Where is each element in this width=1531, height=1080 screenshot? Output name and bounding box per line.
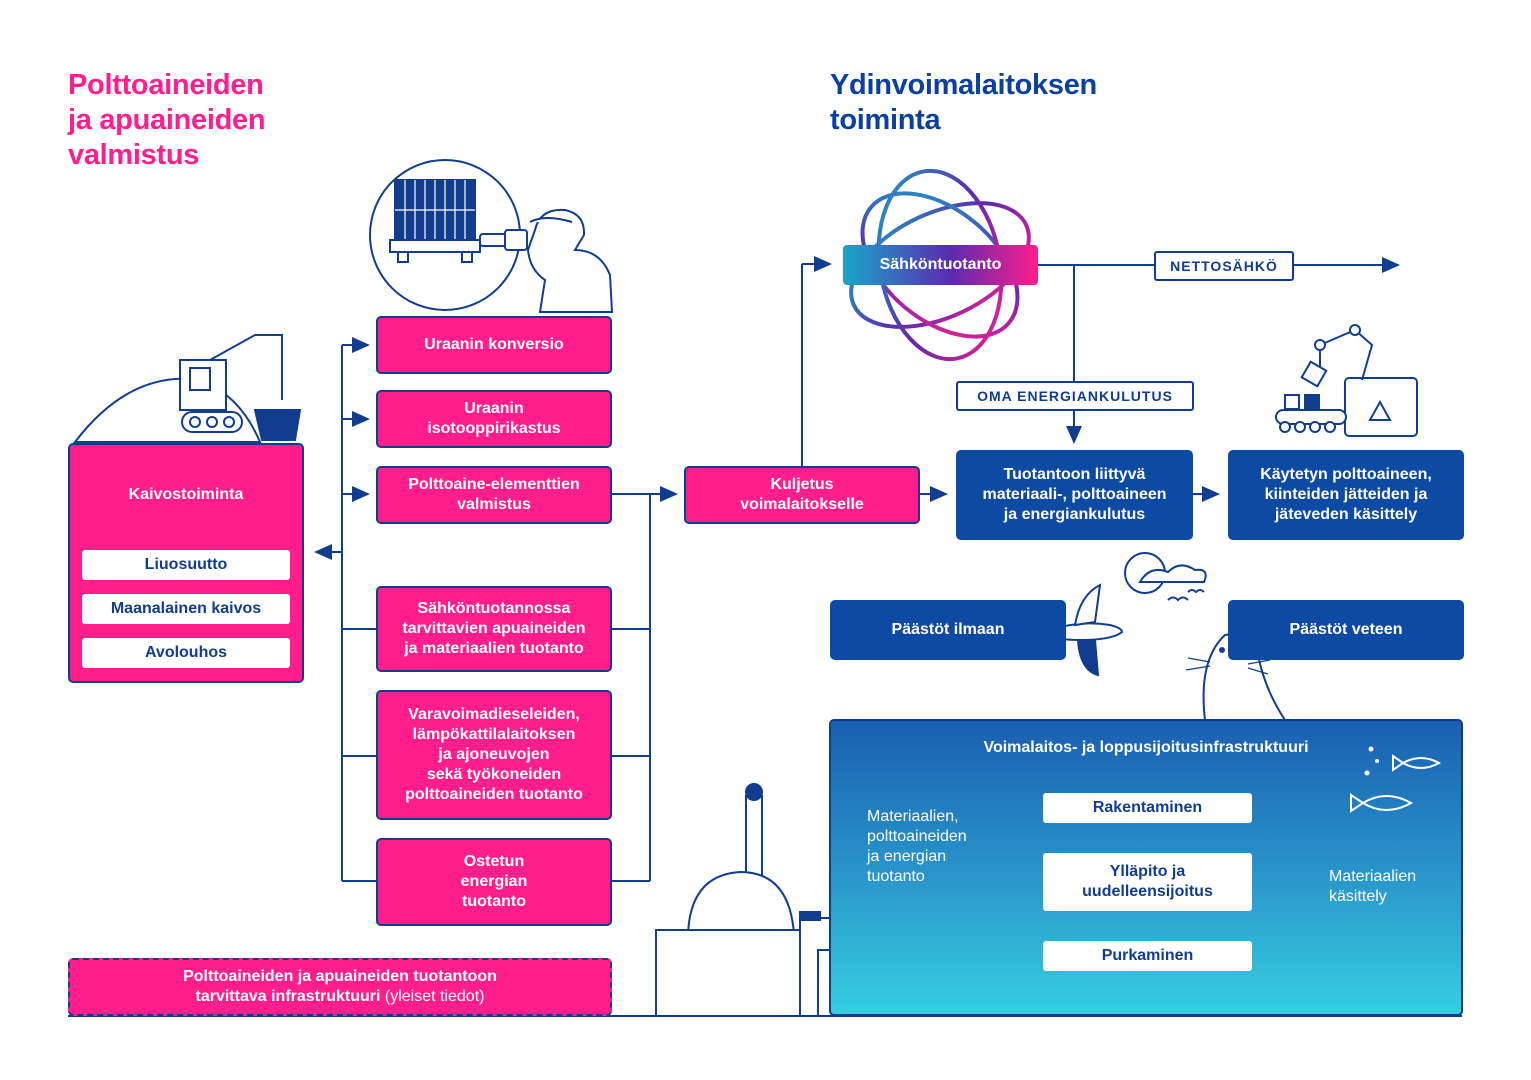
transport-box[interactable]: Kuljetus voimalaitokselle — [684, 466, 920, 524]
backup-fuels-box[interactable]: Varavoimadieseleiden, lämpökattilalaitok… — [376, 690, 612, 820]
recycling-robot-icon — [1275, 324, 1418, 437]
infrastructure-note-box[interactable]: Polttoaineiden ja apuaineiden tuotantoon… — [68, 958, 612, 1016]
uranium-enrichment-box[interactable]: Uraanin isotooppirikastus — [376, 390, 612, 448]
inspector-with-binoculars-icon — [479, 208, 614, 313]
decommissioning-stage-box[interactable]: Purkaminen — [1043, 941, 1252, 971]
auxiliary-materials-box[interactable]: Sähköntuotannossa tarvittavien apuaineid… — [376, 586, 612, 672]
left-section-title: Polttoaineiden ja apuaineiden valmistus — [68, 69, 266, 171]
excavator-icon — [72, 334, 302, 443]
infra-input-text: Materiaalien, polttoaineiden ja energian… — [867, 808, 967, 885]
infrastructure-note-bold: Polttoaineiden ja apuaineiden tuotantoon… — [183, 968, 497, 1005]
emissions-air-box[interactable]: Päästöt ilmaan — [830, 600, 1066, 660]
fish-icon — [1350, 746, 1442, 813]
mining-method-underground[interactable]: Maanalainen kaivos — [82, 594, 290, 624]
cloud-sun-icon — [1124, 552, 1207, 602]
mining-method-open-pit[interactable]: Avolouhos — [82, 638, 290, 668]
maintenance-stage-box[interactable]: Ylläpito ja uudelleensijoitus — [1043, 853, 1252, 911]
emissions-water-box[interactable]: Päästöt veteen — [1228, 600, 1464, 660]
electricity-production-box[interactable]: Sähköntuotanto — [843, 245, 1038, 285]
construction-stage-box[interactable]: Rakentaminen — [1043, 793, 1252, 823]
mining-method-solution[interactable]: Liuosuutto — [82, 550, 290, 580]
purchased-energy-box[interactable]: Ostetun energian tuotanto — [376, 838, 612, 926]
mining-title: Kaivostoiminta — [128, 486, 244, 503]
net-electricity-label: NETTOSÄHKÖ — [1154, 251, 1294, 281]
infra-output-text: Materiaalien käsittely — [1329, 868, 1417, 905]
own-consumption-label: OMA ENERGIANKULUTUS — [956, 381, 1194, 411]
fuel-rack-icon — [369, 159, 521, 311]
plant-infrastructure-title: Voimalaitos- ja loppusijoitusinfrastrukt… — [983, 739, 1309, 756]
infrastructure-note-normal: (yleiset tiedot) — [380, 988, 485, 1005]
production-consumption-box[interactable]: Tuotantoon liittyvä materiaali-, polttoa… — [956, 450, 1193, 540]
right-section-title: Ydinvoimalaitoksen toiminta — [830, 69, 1097, 136]
bird-icon — [1043, 583, 1124, 677]
fuel-element-manufacturing-box[interactable]: Polttoaine-elementtien valmistus — [376, 466, 612, 524]
waste-handling-box[interactable]: Käytetyn polttoaineen, kiinteiden jättei… — [1228, 450, 1464, 540]
uranium-conversion-box[interactable]: Uraanin konversio — [376, 316, 612, 374]
